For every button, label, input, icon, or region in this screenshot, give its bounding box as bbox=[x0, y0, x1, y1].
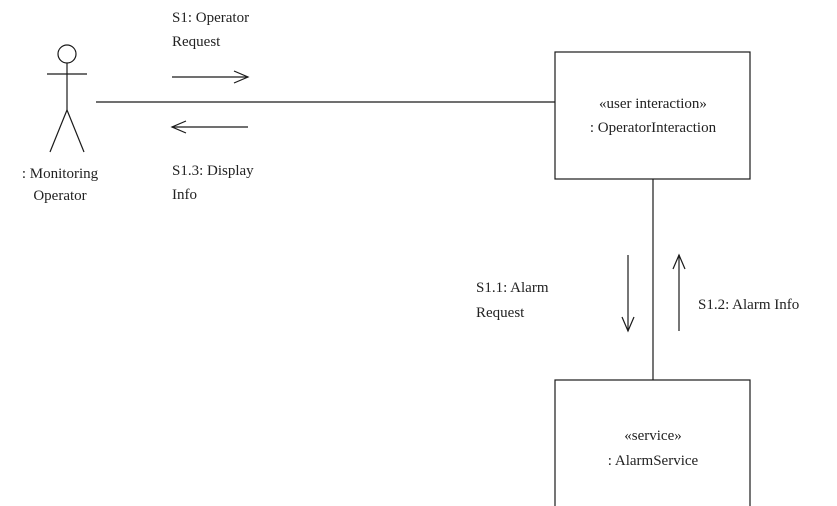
alarm-service-stereotype: «service» bbox=[624, 428, 681, 444]
message-s1-1-line2: Request bbox=[476, 305, 525, 321]
monitoring-operator-actor: : Monitoring Operator bbox=[22, 44, 99, 204]
message-s1-3: S1.3: Display Info bbox=[170, 120, 254, 203]
actor-label-line1: : Monitoring bbox=[22, 166, 99, 182]
message-s1-1: S1.1: Alarm Request bbox=[476, 255, 635, 333]
actor-left-leg bbox=[49, 109, 68, 153]
actor-head bbox=[57, 44, 77, 64]
message-s1-2-line1: S1.2: Alarm Info bbox=[698, 297, 799, 313]
left-arrowhead-icon bbox=[170, 120, 187, 134]
message-s1-line1: S1: Operator bbox=[172, 10, 249, 26]
actor-right-leg bbox=[66, 109, 85, 153]
actor-label-line2: Operator bbox=[33, 188, 86, 204]
alarm-service-object: «service» : AlarmService bbox=[554, 379, 751, 506]
message-s1-3-line2: Info bbox=[172, 187, 197, 203]
message-s1-line2: Request bbox=[172, 34, 221, 50]
down-arrowhead-icon bbox=[621, 316, 635, 333]
right-arrowhead-icon bbox=[233, 70, 250, 84]
alarm-service-box bbox=[554, 379, 751, 506]
up-arrowhead-icon bbox=[672, 253, 686, 270]
message-s1-1-line1: S1.1: Alarm bbox=[476, 280, 549, 296]
message-s1-3-line1: S1.3: Display bbox=[172, 163, 254, 179]
alarm-service-name: : AlarmService bbox=[608, 453, 699, 469]
operator-interaction-box bbox=[554, 51, 751, 180]
operator-interaction-name: : OperatorInteraction bbox=[590, 120, 717, 136]
message-s1: S1: Operator Request bbox=[172, 10, 250, 84]
operator-interaction-stereotype: «user interaction» bbox=[599, 96, 707, 112]
message-s1-2: S1.2: Alarm Info bbox=[672, 253, 799, 331]
operator-interaction-object: «user interaction» : OperatorInteraction bbox=[554, 51, 751, 180]
